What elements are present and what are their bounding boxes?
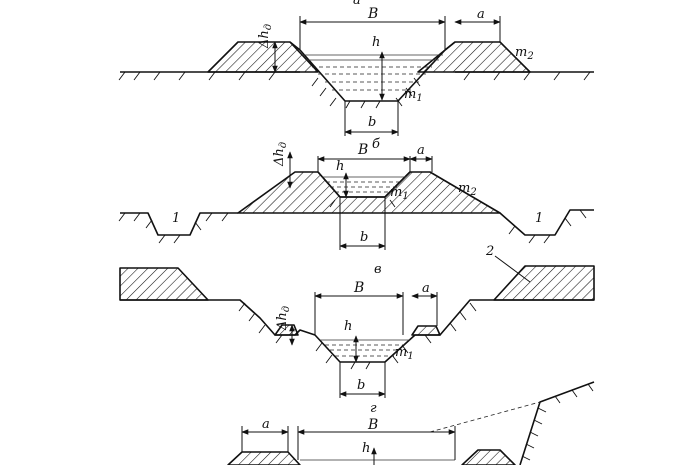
label-dh: Δhд [257, 24, 274, 49]
spoil-bank-left [119, 267, 209, 301]
label-m1: m1 [404, 87, 423, 104]
ground-hatching [521, 383, 594, 461]
ground-left [120, 212, 238, 236]
panel-a: а B a [118, 0, 594, 136]
berm-right [411, 325, 441, 336]
label-h: h [372, 35, 380, 50]
water-fill [302, 54, 443, 91]
panel-v: в B a h [119, 244, 595, 398]
label-h: h [362, 441, 370, 456]
label-b: b [357, 378, 365, 393]
spoil-bank-right [493, 265, 595, 301]
label-ditch-left: 1 [172, 211, 180, 226]
label-h: h [336, 159, 344, 174]
label-m1: m1 [395, 345, 414, 362]
label-m2: m2 [458, 181, 477, 198]
label-B: B [367, 417, 378, 433]
label-dh: Δhд [272, 142, 289, 167]
panel-letter: б [372, 137, 380, 152]
ground-right [499, 209, 594, 236]
label-dump: 2 [485, 244, 494, 259]
right-levee [461, 449, 516, 465]
label-a: a [477, 7, 485, 22]
label-b: b [368, 115, 376, 130]
label-b: b [360, 230, 368, 245]
label-B: B [367, 6, 378, 22]
canal-bed [317, 171, 411, 198]
label-ditch-right: 1 [535, 211, 543, 226]
ground-hatching [118, 71, 591, 109]
cut-profile [120, 299, 594, 363]
canal-bed [289, 41, 456, 102]
label-m1: m1 [390, 185, 409, 202]
right-levee [417, 41, 531, 73]
label-h: h [344, 319, 352, 334]
panel-g: г B a h [227, 381, 595, 465]
label-B: B [353, 280, 364, 296]
panel-b: б B a h [118, 137, 594, 250]
panel-letter: в [374, 262, 382, 277]
ground-hatching [238, 302, 477, 370]
panel-letter: г [370, 401, 377, 416]
label-B: B [357, 142, 368, 158]
panel-letter: а [353, 0, 361, 8]
left-levee [227, 451, 301, 465]
label-m2: m2 [515, 45, 534, 62]
label-a: a [422, 281, 430, 296]
leader-dump [494, 255, 531, 283]
label-a: a [262, 417, 270, 432]
hillside [519, 381, 595, 465]
original-slope [429, 401, 541, 433]
label-dh: Δhд [275, 306, 292, 331]
water-fill [320, 339, 410, 357]
label-a: a [417, 143, 425, 158]
